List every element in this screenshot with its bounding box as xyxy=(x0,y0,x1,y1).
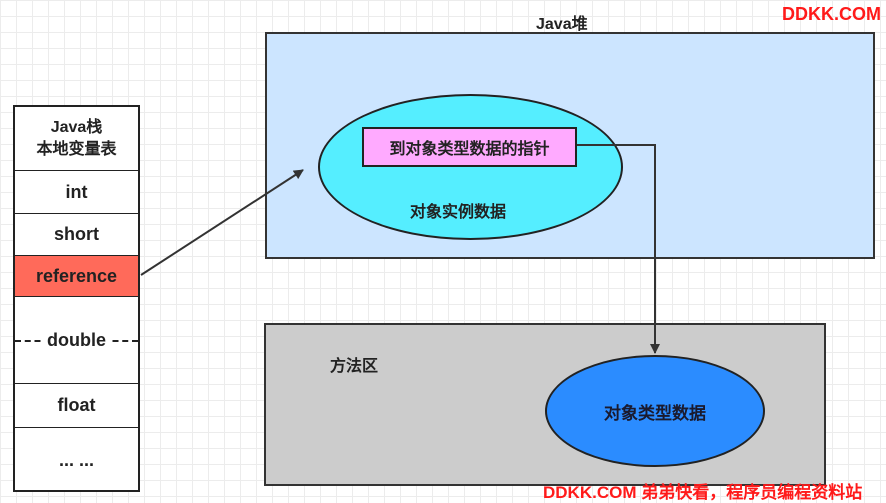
stack-title-line1: Java栈 xyxy=(50,118,103,136)
object-instance-ellipse xyxy=(318,94,623,240)
java-stack-local-variable-table: Java栈 本地变量表 int short reference double f… xyxy=(13,105,140,492)
watermark-top: DDKK.COM xyxy=(782,4,881,24)
watermark-bottom: DDKK.COM 弟弟快看，程序员编程资料站 xyxy=(543,483,863,502)
pointer-to-type-data-arrow xyxy=(577,144,660,354)
method-area-label: 方法区 xyxy=(330,358,379,375)
object-type-data-ellipse: 对象类型数据 xyxy=(545,355,765,467)
stack-title: Java栈 本地变量表 xyxy=(15,107,138,170)
object-instance-data-label: 对象实例数据 xyxy=(410,204,507,221)
stack-slot-double-label: double xyxy=(41,329,112,351)
java-heap-label: Java堆 xyxy=(536,16,588,33)
stack-slot-short: short xyxy=(15,213,138,255)
stack-slot-float: float xyxy=(15,383,138,427)
reference-to-object-arrow xyxy=(140,169,304,276)
stack-slot-double: double xyxy=(15,297,138,383)
type-pointer-box: 到对象类型数据的指针 xyxy=(362,127,577,167)
stack-title-line2: 本地变量表 xyxy=(36,140,117,158)
stack-slot-more: ... ... xyxy=(15,427,138,492)
stack-slot-int: int xyxy=(15,170,138,213)
stack-slot-reference: reference xyxy=(15,255,138,297)
